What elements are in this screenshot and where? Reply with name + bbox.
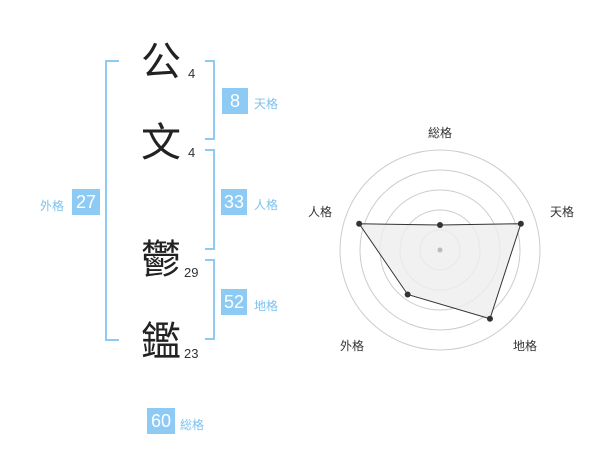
jinkaku-label: 人格: [254, 198, 279, 212]
name-char-1: 公: [141, 39, 181, 85]
gaikaku-value: 27: [72, 189, 100, 215]
radar-grid-circle: [359, 169, 521, 331]
radar-grid-circle: [339, 149, 541, 351]
soukaku-label: 総格: [180, 418, 205, 432]
radar-axis-label-2: 天格: [550, 204, 574, 219]
chikaku-label: 地格: [254, 299, 279, 313]
radar-point-4: [404, 291, 411, 298]
stroke-count-2: 4: [188, 145, 196, 160]
chikaku-value: 52: [221, 289, 247, 315]
name-char-3: 鬱: [141, 237, 181, 283]
stroke-count-1: 4: [188, 66, 196, 81]
name-char-2: 文: [141, 120, 181, 166]
radar-point-2: [517, 220, 524, 227]
name-char-4: 鑑: [141, 319, 181, 365]
stroke-count-4: 23: [184, 346, 199, 361]
soukaku-value: 60: [147, 408, 175, 434]
radar-axis-label-1: 総格: [428, 125, 452, 140]
stroke-count-3: 29: [184, 265, 199, 280]
tenkaku-value: 8: [222, 88, 248, 114]
radar-point-5: [356, 220, 363, 227]
tenkaku-bracket: [205, 60, 215, 140]
radar-axis-label-3: 地格: [513, 338, 537, 353]
radar-point-3: [486, 315, 493, 322]
tenkaku-label: 天格: [254, 97, 279, 111]
gaikaku-label: 外格: [40, 199, 65, 213]
radar-polygon: [358, 223, 522, 320]
radar-axis-label-4: 外格: [340, 338, 364, 353]
chikaku-bracket: [205, 259, 215, 340]
radar-center-dot: [437, 247, 443, 253]
jinkaku-bracket: [205, 149, 215, 250]
radar-axis-label-5: 人格: [308, 204, 332, 219]
jinkaku-value: 33: [221, 189, 247, 215]
gaikaku-bracket: [105, 60, 119, 341]
radar-point-1: [437, 222, 443, 228]
